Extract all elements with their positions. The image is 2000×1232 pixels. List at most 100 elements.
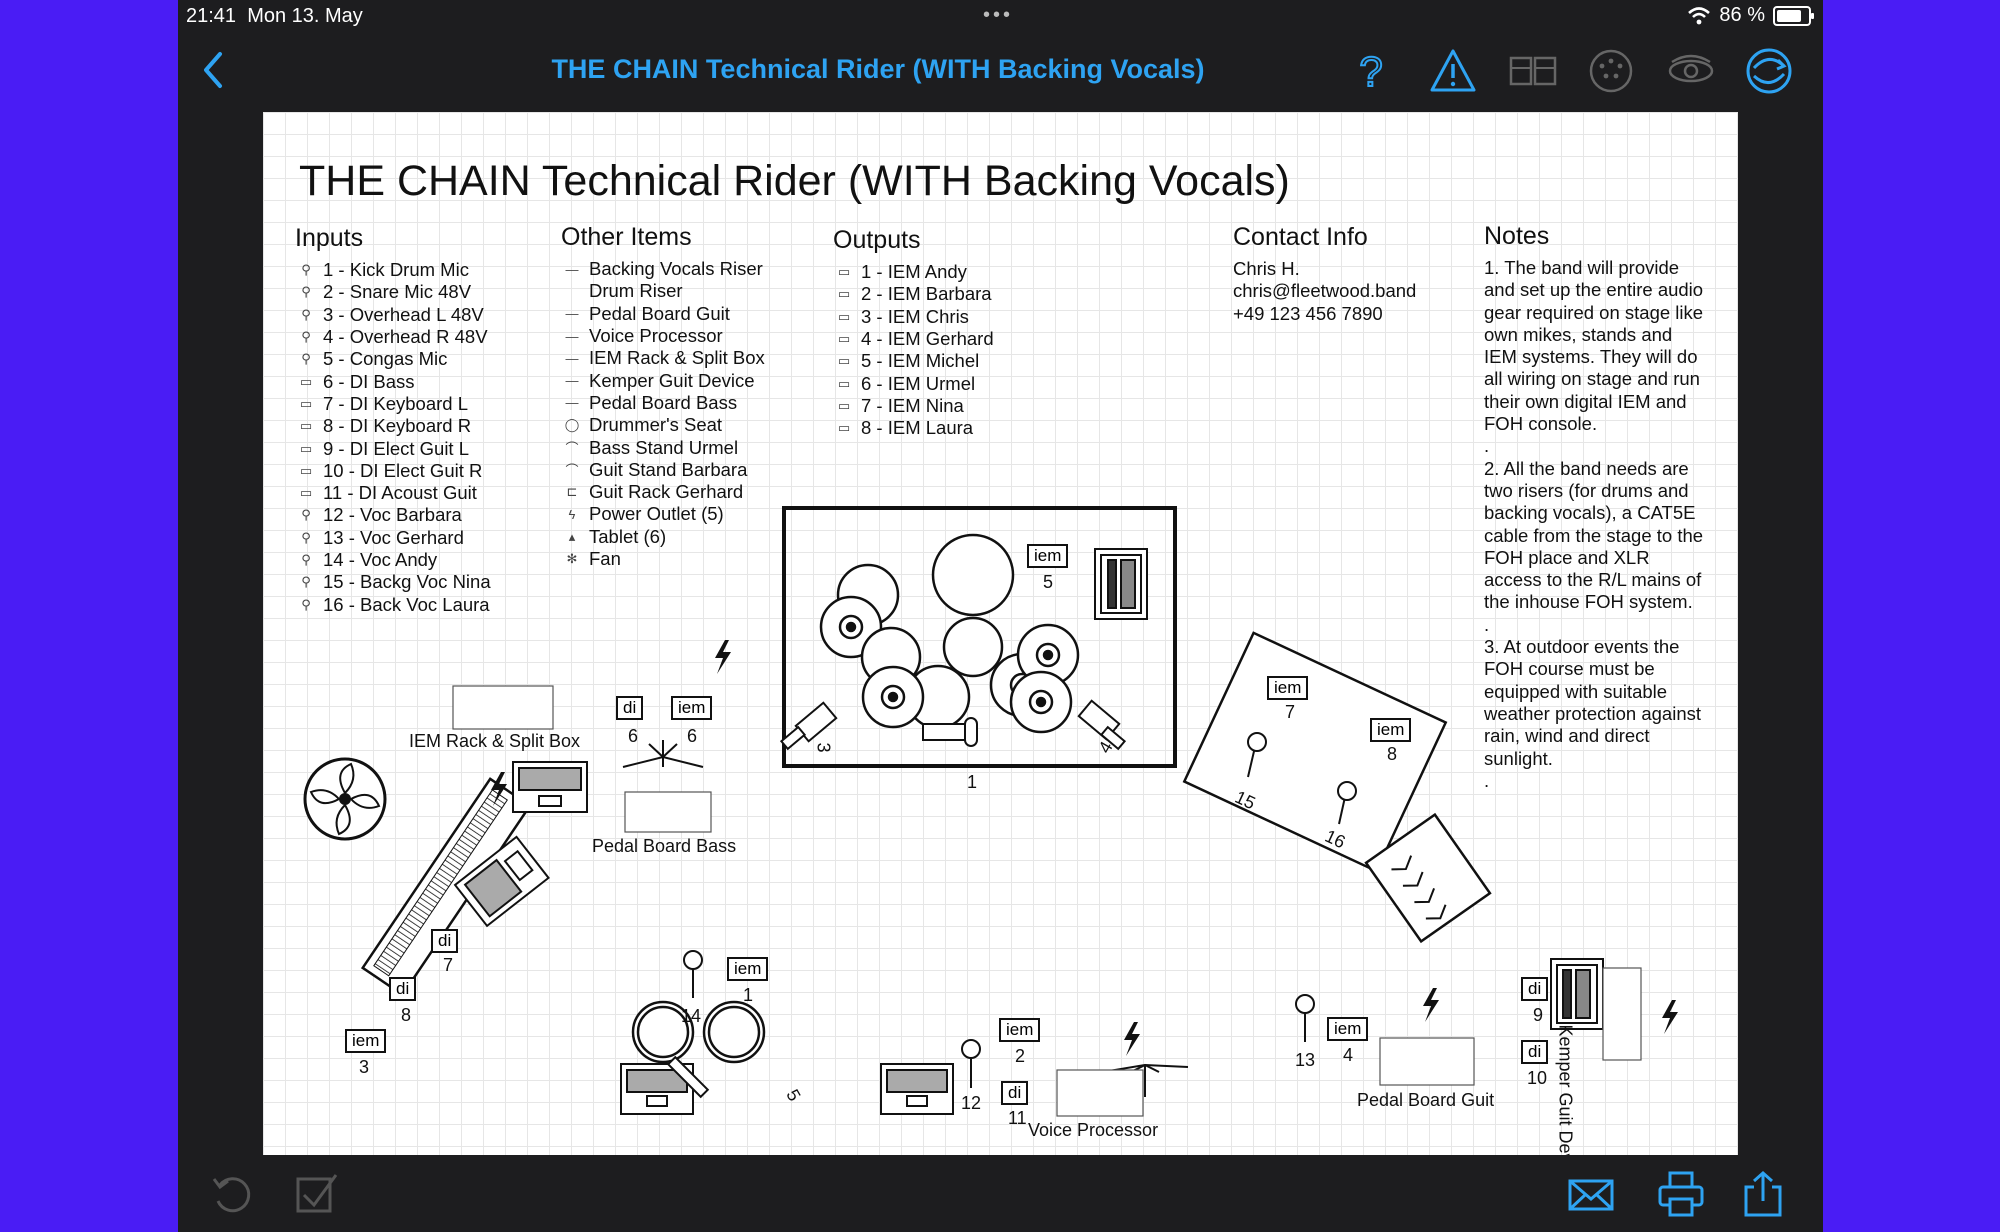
outputs-heading: Outputs bbox=[833, 226, 921, 254]
input-item-icon: ▭ bbox=[299, 373, 313, 389]
drum-kit[interactable] bbox=[819, 533, 1080, 734]
congas-icon[interactable] bbox=[631, 1000, 766, 1064]
input-item-icon: ⚲ bbox=[301, 262, 311, 278]
num-label: 5 bbox=[1043, 572, 1054, 592]
notes-paragraph: 1. The band will provide and set up the … bbox=[1484, 257, 1704, 435]
status-bar: 21:41 Mon 13. May ••• 86 % bbox=[178, 0, 1823, 34]
input-item: ⚲13 - Voc Gerhard bbox=[295, 527, 491, 549]
power-outlet-icon bbox=[1124, 1022, 1140, 1056]
contact-column: Contact Info Chris H.chris@fleetwood.ban… bbox=[1233, 223, 1416, 325]
back-chevron-icon[interactable] bbox=[194, 48, 234, 92]
kemper-label: Kemper Guit Device bbox=[1555, 1024, 1576, 1156]
num-label: 4 bbox=[1343, 1045, 1354, 1065]
mail-icon[interactable] bbox=[1568, 1171, 1614, 1217]
tablet-icon bbox=[1094, 548, 1148, 620]
guit-rack-gerhard[interactable] bbox=[1364, 812, 1492, 944]
input-item: ▭11 - DI Acoust Guit bbox=[295, 482, 491, 504]
checkbox-icon[interactable] bbox=[294, 1171, 340, 1217]
wifi-icon bbox=[1688, 6, 1711, 24]
notes-paragraph: . bbox=[1484, 613, 1490, 635]
vocal-mic-14-icon bbox=[683, 950, 703, 998]
input-item-icon: ⚲ bbox=[301, 306, 311, 322]
other-item: —Pedal Board Bass bbox=[561, 392, 765, 414]
num-label: 11 bbox=[1008, 1108, 1027, 1128]
xlr-connector-icon[interactable] bbox=[1586, 46, 1636, 96]
iem-rack-label: IEM Rack & Split Box bbox=[409, 731, 581, 751]
iem-rack-split-box[interactable] bbox=[452, 685, 554, 730]
input-item-icon: ⚲ bbox=[301, 284, 311, 300]
input-item: ⚲1 - Kick Drum Mic bbox=[295, 259, 491, 281]
undo-icon[interactable] bbox=[210, 1171, 256, 1217]
pedal-board-bass-label: Pedal Board Bass bbox=[592, 836, 737, 856]
num-label: 6 bbox=[628, 726, 639, 746]
notes-paragraph: . bbox=[1484, 435, 1490, 457]
input-item-icon: ▭ bbox=[299, 395, 313, 411]
kick-mic-icon bbox=[922, 717, 978, 747]
contact-line: +49 123 456 7890 bbox=[1233, 302, 1383, 324]
output-item-icon: ▭ bbox=[837, 397, 851, 413]
output-item-icon: ▭ bbox=[837, 286, 851, 302]
laptop-iem-rack-icon bbox=[512, 761, 588, 813]
input-item: ⚲2 - Snare Mic 48V bbox=[295, 281, 491, 303]
laptop-barbara-icon bbox=[880, 1063, 954, 1115]
voice-processor[interactable] bbox=[1056, 1069, 1144, 1117]
voice-processor-label: Voice Processor bbox=[1028, 1120, 1159, 1140]
num-label: 3 bbox=[813, 742, 834, 753]
pedal-board-guit[interactable] bbox=[1379, 1037, 1475, 1086]
nav-title: THE CHAIN Technical Rider (WITH Backing … bbox=[551, 54, 1205, 84]
contact-line: Chris H. bbox=[1233, 258, 1300, 280]
inputs-heading: Inputs bbox=[295, 224, 364, 252]
input-item-icon: ⚲ bbox=[301, 596, 311, 612]
print-icon[interactable] bbox=[1658, 1171, 1704, 1217]
other-item-icon: ▴ bbox=[568, 528, 576, 544]
drum-riser[interactable] bbox=[782, 506, 1177, 768]
other-item: Drum Riser bbox=[589, 280, 683, 302]
input-item: ▭7 - DI Keyboard L bbox=[295, 393, 491, 415]
input-item-icon: ⚲ bbox=[301, 574, 311, 590]
num-label: 10 bbox=[1527, 1068, 1548, 1088]
iem-earphone-icon[interactable] bbox=[1666, 46, 1716, 96]
fan-icon[interactable] bbox=[303, 757, 387, 841]
num-label: 13 bbox=[1295, 1050, 1316, 1070]
document-title: THE CHAIN Technical Rider (WITH Backing … bbox=[299, 157, 1290, 205]
output-item-icon: ▭ bbox=[837, 264, 851, 280]
channel-list-icon[interactable] bbox=[1508, 46, 1558, 96]
other-item-icon: ⊏ bbox=[566, 484, 578, 500]
input-item: ⚲14 - Voc Andy bbox=[295, 549, 491, 571]
other-item-icon: — bbox=[565, 328, 579, 344]
kemper-guit-device[interactable] bbox=[1602, 967, 1642, 1061]
pedal-board-bass[interactable] bbox=[624, 791, 712, 833]
ipad-screen: 21:41 Mon 13. May ••• 86 % THE CHAIN Tec… bbox=[178, 0, 1823, 1232]
input-item-icon: ⚲ bbox=[301, 507, 311, 523]
input-item-icon: ⚲ bbox=[301, 529, 311, 545]
input-item-icon: ⚲ bbox=[301, 552, 311, 567]
overhead-mic-r-icon bbox=[1077, 699, 1127, 751]
help-icon[interactable]: ? bbox=[1346, 46, 1396, 96]
di-tag-6: di bbox=[616, 696, 644, 720]
backing-vocals-riser[interactable] bbox=[1182, 631, 1448, 873]
warning-icon[interactable] bbox=[1428, 46, 1478, 96]
notes-paragraph: 3. At outdoor events the FOH course must… bbox=[1484, 636, 1701, 769]
multitask-dots[interactable]: ••• bbox=[983, 4, 1014, 26]
iem-tag-5: iem bbox=[1027, 544, 1069, 568]
stage-plot bbox=[303, 506, 1678, 1117]
inputs-column: Inputs ⚲1 - Kick Drum Mic⚲2 - Snare Mic … bbox=[295, 224, 491, 616]
input-item-icon: ▭ bbox=[299, 440, 313, 456]
other-items-heading: Other Items bbox=[561, 223, 692, 251]
share-icon[interactable] bbox=[1740, 1170, 1786, 1217]
output-item: ▭3 - IEM Chris bbox=[833, 306, 994, 328]
num-label: 8 bbox=[401, 1005, 412, 1025]
input-item-icon: ▭ bbox=[299, 462, 313, 478]
input-item: ⚲4 - Overhead R 48V bbox=[295, 326, 491, 348]
input-item: ▭6 - DI Bass bbox=[295, 370, 491, 392]
sync-icon[interactable] bbox=[1744, 46, 1794, 96]
output-item: ▭7 - IEM Nina bbox=[833, 395, 994, 417]
overhead-mic-l-icon bbox=[779, 701, 838, 751]
output-item-icon: ▭ bbox=[837, 308, 851, 324]
output-item: ▭1 - IEM Andy bbox=[833, 261, 994, 283]
iem-tag-6: iem bbox=[671, 696, 713, 720]
other-item: —IEM Rack & Split Box bbox=[561, 347, 765, 369]
num-label: 3 bbox=[359, 1057, 370, 1077]
